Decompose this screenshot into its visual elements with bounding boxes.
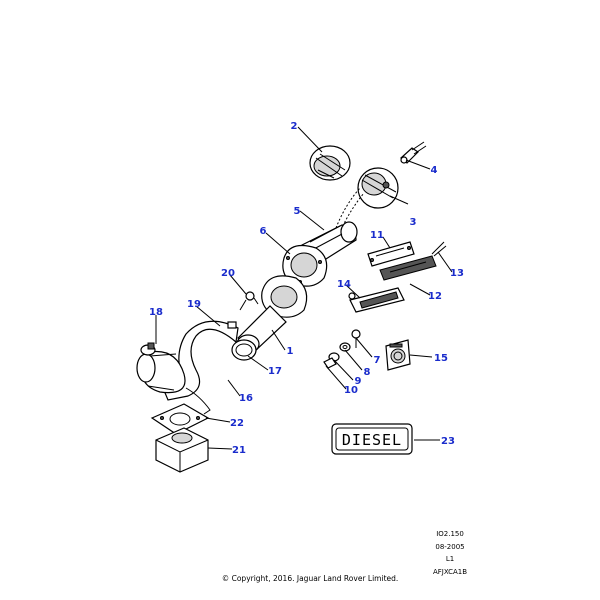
reference-block: IO2.150 08-2005 L1 AFJXCA1B: [425, 528, 475, 578]
callout-20: 20: [221, 268, 235, 279]
callout-8: 8: [364, 367, 371, 378]
key-part: [400, 141, 427, 164]
callout-9: 9: [355, 376, 362, 387]
filler-housing-part: [385, 339, 411, 371]
illustration-id: AFJXCA1B: [432, 567, 468, 576]
mounting-flange-part: [282, 245, 328, 287]
hose-clip-part: [140, 342, 156, 356]
callout-1: 1: [287, 346, 294, 357]
seal-block-part: [155, 427, 209, 473]
copyright-notice: © Copyright, 2016. Jaguar Land Rover Lim…: [221, 574, 399, 583]
label-plate-part: [379, 255, 437, 281]
callout-19: 19: [187, 299, 201, 310]
callout-5: 5: [294, 206, 301, 217]
callout-18: 18: [149, 307, 163, 318]
washer-part: [339, 342, 351, 352]
small-fitting-part: [227, 321, 237, 329]
fuel-cap-part: [309, 145, 351, 181]
reference-date: 08-2005: [435, 542, 465, 551]
bracket-plate-part: [348, 287, 405, 313]
screw-part: [351, 329, 361, 348]
callout-14: 14: [337, 279, 351, 290]
callout-15: 15: [434, 353, 448, 364]
badge-part: [367, 241, 415, 267]
leader-lines: [155, 126, 453, 450]
locking-fuel-cap-part: [357, 167, 399, 209]
callout-numbers: 1 2 3 4 5 6 7 8 9 10 11 12 13 14 15 16 1…: [149, 121, 464, 456]
callout-10: 10: [344, 385, 358, 396]
diesel-decal-text: DIESEL: [342, 431, 402, 449]
filler-hose-part: [136, 320, 239, 415]
callout-7: 7: [374, 355, 381, 366]
callout-21: 21: [232, 445, 246, 456]
callout-13: 13: [450, 268, 464, 279]
rivet-part: [431, 241, 447, 257]
nut-part: [323, 357, 337, 369]
breather-fitting-part: [239, 291, 259, 311]
callout-6: 6: [260, 226, 267, 237]
callout-11: 11: [370, 230, 384, 241]
callout-12: 12: [428, 291, 442, 302]
callout-3: 3: [410, 217, 417, 228]
callout-22: 22: [230, 418, 244, 429]
callout-2: 2: [291, 121, 298, 132]
hose-clamp-part: [231, 339, 257, 361]
diesel-decal-part: DIESEL: [331, 423, 413, 455]
callout-16: 16: [239, 393, 253, 404]
reference-code: IO2.150: [436, 530, 464, 538]
reference-level: L1: [445, 555, 455, 563]
callout-4: 4: [431, 165, 438, 176]
callout-17: 17: [268, 366, 282, 377]
callout-23: 23: [441, 436, 455, 447]
